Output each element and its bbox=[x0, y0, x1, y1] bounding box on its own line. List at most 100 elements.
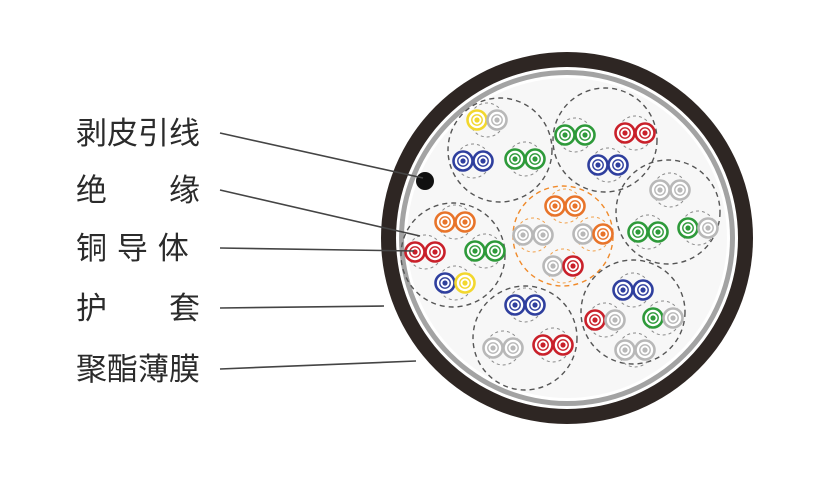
wire-blue bbox=[607, 154, 629, 176]
wire-gray bbox=[502, 337, 524, 359]
bundle-center bbox=[512, 185, 614, 287]
leader-insulation bbox=[219, 189, 421, 237]
wire-blue bbox=[472, 150, 494, 172]
twisted-pair bbox=[677, 210, 719, 246]
wire-gray bbox=[697, 217, 719, 239]
twisted-pair-bundles bbox=[400, 87, 721, 391]
bundle-top-left bbox=[447, 97, 553, 203]
wire-orange bbox=[434, 211, 456, 233]
bundle-bottom-center bbox=[472, 285, 578, 391]
bundle-outline bbox=[447, 97, 553, 203]
leader-drain-wire bbox=[219, 132, 424, 179]
twisted-pair bbox=[649, 172, 691, 208]
leader-lines bbox=[219, 132, 424, 370]
wire-gray bbox=[614, 339, 636, 361]
wire-blue bbox=[612, 279, 634, 301]
twisted-pair bbox=[532, 327, 574, 363]
twisted-pair bbox=[504, 141, 546, 177]
twisted-pair bbox=[504, 287, 546, 323]
bundle-outline bbox=[472, 285, 578, 391]
label-insulation: 绝 缘 bbox=[76, 173, 200, 209]
twisted-pair bbox=[404, 234, 446, 270]
wire-green bbox=[554, 124, 576, 146]
wire-gray bbox=[669, 179, 691, 201]
wire-green bbox=[504, 148, 526, 170]
cable-body bbox=[381, 52, 753, 424]
wire-red bbox=[614, 122, 636, 144]
bundle-left bbox=[400, 202, 506, 308]
wire-red bbox=[424, 241, 446, 263]
bundle-right bbox=[615, 159, 721, 265]
wire-orange bbox=[544, 195, 566, 217]
wire-red bbox=[532, 334, 554, 356]
bundle-bottom-right bbox=[580, 259, 686, 368]
wire-red bbox=[552, 334, 574, 356]
wire-blue bbox=[587, 154, 609, 176]
wire-orange bbox=[454, 211, 476, 233]
twisted-pair bbox=[587, 147, 629, 183]
wire-blue bbox=[434, 272, 456, 294]
twisted-pair bbox=[466, 102, 508, 138]
wire-gray bbox=[486, 109, 508, 131]
wire-yellow bbox=[466, 109, 488, 131]
twisted-pair bbox=[452, 143, 494, 179]
wire-red bbox=[562, 255, 584, 277]
leader-sheath bbox=[219, 305, 385, 309]
wire-gray bbox=[572, 223, 594, 245]
wire-blue bbox=[452, 150, 474, 172]
labels: 剥皮引线 绝 缘 铜 导 体 护 套 聚酯薄膜 bbox=[76, 116, 200, 388]
wire-red bbox=[584, 309, 606, 331]
wire-gray bbox=[634, 339, 656, 361]
leader-conductor bbox=[219, 247, 415, 252]
wire-orange bbox=[592, 223, 614, 245]
twisted-pair bbox=[554, 117, 596, 153]
wire-gray bbox=[532, 224, 554, 246]
twisted-pair bbox=[464, 233, 506, 269]
wire-red bbox=[634, 122, 656, 144]
bundle-outline bbox=[615, 159, 721, 265]
wire-green bbox=[647, 221, 669, 243]
twisted-pair bbox=[434, 204, 476, 240]
wire-green bbox=[642, 307, 664, 329]
wire-gray bbox=[482, 337, 504, 359]
wire-green bbox=[484, 240, 506, 262]
leader-film bbox=[219, 360, 417, 370]
twisted-pair bbox=[584, 302, 626, 338]
wire-yellow bbox=[454, 272, 476, 294]
wire-gray bbox=[662, 307, 684, 329]
label-conductor: 铜 导 体 bbox=[76, 231, 189, 267]
wire-gray bbox=[512, 224, 534, 246]
wire-green bbox=[677, 217, 699, 239]
drain-wire bbox=[416, 172, 434, 190]
twisted-pair bbox=[434, 265, 476, 301]
twisted-pair bbox=[642, 300, 684, 336]
twisted-pair bbox=[572, 216, 614, 252]
twisted-pair bbox=[544, 188, 586, 224]
twisted-pair bbox=[542, 248, 584, 284]
twisted-pair bbox=[512, 217, 554, 253]
wire-orange bbox=[564, 195, 586, 217]
wire-gray bbox=[649, 179, 671, 201]
twisted-pair bbox=[614, 332, 656, 368]
bundle-top-right bbox=[552, 87, 658, 193]
wire-gray bbox=[542, 255, 564, 277]
wire-blue bbox=[504, 294, 526, 316]
twisted-pair bbox=[482, 330, 524, 366]
twisted-pair bbox=[627, 214, 669, 250]
wire-green bbox=[627, 221, 649, 243]
wire-blue bbox=[632, 279, 654, 301]
bundle-outline bbox=[580, 259, 686, 365]
wire-green bbox=[524, 148, 546, 170]
label-sheath: 护 套 bbox=[76, 291, 200, 327]
twisted-pair bbox=[614, 115, 656, 151]
bundle-outline bbox=[552, 87, 658, 193]
wire-blue bbox=[524, 294, 546, 316]
label-drain-wire: 剥皮引线 bbox=[76, 116, 200, 152]
label-film: 聚酯薄膜 bbox=[76, 352, 200, 388]
twisted-pair bbox=[612, 272, 654, 308]
wire-green bbox=[464, 240, 486, 262]
wire-red bbox=[404, 241, 426, 263]
wire-green bbox=[574, 124, 596, 146]
wire-gray bbox=[604, 309, 626, 331]
